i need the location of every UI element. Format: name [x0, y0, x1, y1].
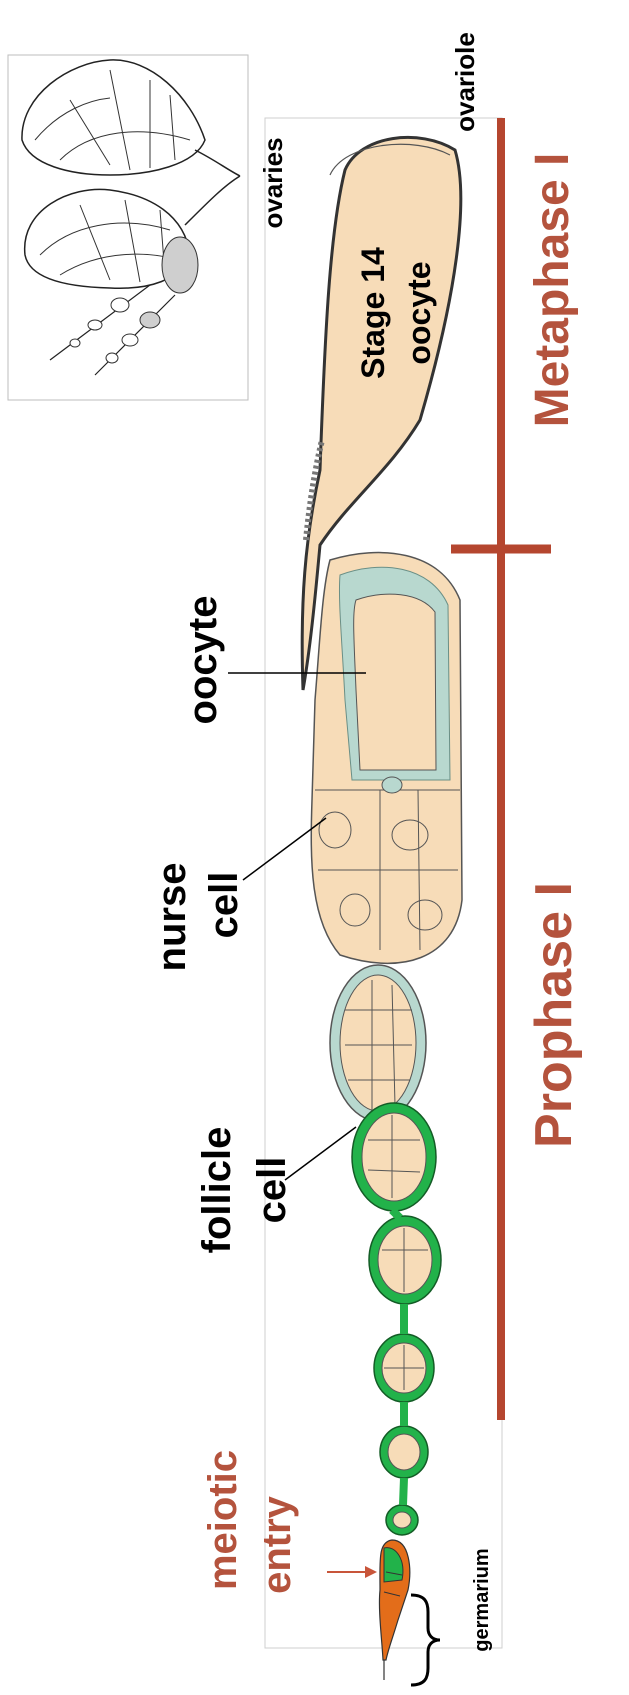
germarium-drawing: [379, 1540, 409, 1680]
metaphase-label: Metaphase I: [526, 153, 579, 428]
prophase-label: Prophase I: [525, 882, 583, 1148]
meiotic-entry-label-line2: entry: [255, 1495, 299, 1594]
ovaries-inset: [8, 55, 248, 400]
stage14-label-line2: oocyte: [401, 261, 437, 364]
nurse-cell-label-line1: nurse: [150, 863, 194, 972]
germarium-label: germarium: [471, 1548, 493, 1651]
ovaries-label: ovaries: [258, 137, 288, 228]
follicle-cell-pointer: [285, 1127, 356, 1180]
green-egg-chambers: [352, 1103, 441, 1535]
nurse-cell-label-line2: cell: [202, 872, 246, 939]
egg-chamber-stage10: [311, 553, 462, 964]
meiotic-entry-arrow: [327, 1566, 377, 1578]
meiotic-entry-label-line1: meiotic: [201, 1450, 245, 1590]
ovariole-label: ovariole: [450, 32, 480, 132]
germarium-brace: [411, 1595, 440, 1685]
follicle-cell-label-line2: cell: [250, 1157, 294, 1224]
stage14-label-line1: Stage 14: [355, 247, 391, 379]
egg-chamber-stage6: [330, 965, 426, 1121]
oocyte-label: oocyte: [181, 596, 225, 725]
follicle-cell-label-line1: follicle: [195, 1127, 239, 1254]
